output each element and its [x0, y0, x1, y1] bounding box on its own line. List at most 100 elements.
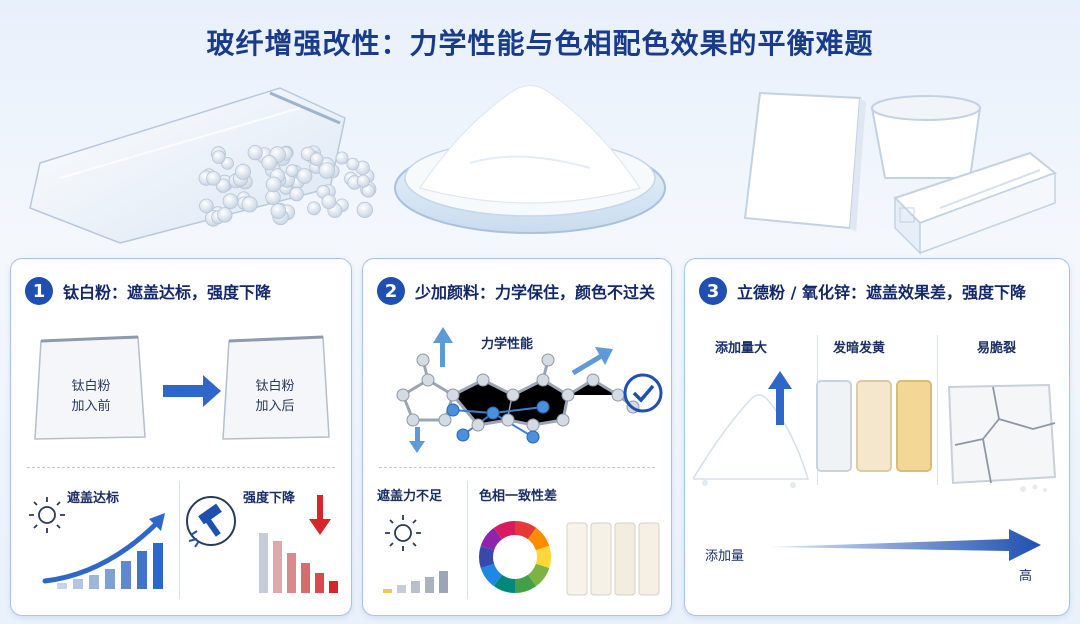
weak-coverage-chart — [383, 515, 448, 593]
bar — [383, 589, 392, 593]
axis-end-high: 高 — [1019, 569, 1033, 584]
bar — [73, 579, 83, 589]
label-coverage-ok: 遮盖达标 — [67, 491, 120, 506]
strength-chart — [186, 495, 338, 593]
bag-before-line2: 加入前 — [71, 399, 111, 414]
hammer-impact-icon — [186, 496, 236, 548]
bar — [397, 585, 406, 593]
panel-title: 立德粉 / 氧化锌：遮盖效果差，强度下降 — [737, 283, 1026, 302]
label-brittle: 易脆裂 — [977, 341, 1017, 356]
label-strength-down: 强度下降 — [243, 491, 296, 506]
atom — [476, 373, 490, 387]
atom — [421, 373, 435, 387]
atom — [556, 413, 570, 427]
dosage-arrow-icon — [769, 529, 1041, 561]
wheel-segment — [480, 563, 503, 587]
wheel-segment — [493, 574, 515, 593]
atom — [471, 418, 485, 432]
cracked-plate-icon — [947, 383, 1057, 492]
sun-icon — [29, 497, 65, 533]
wheel-segment — [479, 545, 495, 569]
pellet — [309, 152, 324, 166]
petri-dish-powder-icon — [394, 85, 666, 234]
wheel-segment — [527, 527, 550, 551]
pellet — [335, 151, 349, 165]
check-icon — [623, 373, 663, 413]
bar — [439, 571, 448, 593]
bar — [137, 551, 147, 589]
label-dark-yellow: 发暗发黄 — [833, 341, 886, 356]
bag-before-line1: 钛白粉 — [71, 379, 111, 394]
pellet — [241, 196, 258, 213]
atom — [526, 418, 540, 432]
bar — [273, 541, 282, 593]
bar — [89, 575, 99, 589]
pellet — [321, 194, 337, 210]
pellet — [307, 201, 321, 216]
pellets-icon — [198, 145, 377, 227]
atom — [438, 413, 452, 427]
atom-blue — [536, 400, 550, 414]
pellet — [199, 198, 214, 214]
pellet — [265, 189, 281, 206]
wheel-segment — [493, 521, 515, 540]
trend-arrow-icon — [42, 520, 160, 584]
atom — [541, 353, 555, 367]
bars-low — [383, 571, 448, 593]
force-arrow-up-icon — [433, 327, 453, 367]
divider — [379, 467, 655, 468]
bag-after-icon — [222, 335, 330, 440]
arrow-down-icon — [309, 495, 331, 535]
atom — [416, 353, 430, 367]
color-wheel-icon — [479, 521, 551, 593]
bag-before-icon — [34, 335, 146, 440]
swatch-strips — [566, 522, 660, 596]
axis-label-dosage: 添加量 — [705, 549, 745, 564]
bar — [329, 581, 338, 593]
pvc-profile-icon — [893, 151, 1058, 255]
bar — [121, 561, 131, 589]
bar — [411, 581, 420, 593]
bars-rising — [57, 543, 163, 589]
bag-after-line2: 加入后 — [255, 399, 295, 414]
atom-blue — [456, 428, 470, 442]
bar — [105, 569, 115, 589]
atom — [561, 388, 575, 402]
wheel-segment — [515, 521, 537, 540]
pellet — [211, 150, 226, 164]
hero-illustration — [29, 85, 1058, 255]
panel-number: 1 — [25, 277, 53, 305]
white-plaque-icon — [743, 91, 866, 232]
atom — [446, 388, 460, 402]
page-title: 玻纤增强改性：力学性能与色相配色效果的平衡难题 — [206, 27, 874, 60]
wheel-segment — [527, 563, 550, 587]
pellet — [270, 203, 287, 219]
pellet — [247, 145, 263, 161]
panel-title: 少加颜料：力学保住，颜色不过关 — [415, 283, 656, 302]
atom — [536, 373, 550, 387]
bar — [57, 583, 67, 589]
pellet — [356, 174, 370, 188]
white-cup-icon — [870, 95, 982, 179]
pellet — [296, 168, 313, 184]
bag-after-line1: 钛白粉 — [255, 379, 295, 394]
atom — [406, 413, 420, 427]
label-mechanical: 力学性能 — [481, 337, 534, 352]
atom-blue — [486, 406, 500, 420]
pellet — [206, 171, 221, 186]
panel3-illustration — [693, 371, 1057, 492]
wheel-segment — [535, 545, 551, 569]
label-coverage-low: 遮盖力不足 — [377, 489, 443, 504]
bar — [153, 543, 163, 589]
pellet — [318, 162, 336, 179]
divider — [27, 467, 335, 468]
pellet — [356, 201, 373, 218]
bar — [301, 563, 310, 593]
pellet — [346, 157, 360, 171]
color-wheel-swatches — [479, 521, 660, 596]
pellet — [261, 154, 277, 171]
pellet — [222, 193, 239, 209]
pellet — [234, 163, 251, 180]
panel-number: 2 — [377, 277, 405, 305]
bar — [259, 533, 268, 593]
